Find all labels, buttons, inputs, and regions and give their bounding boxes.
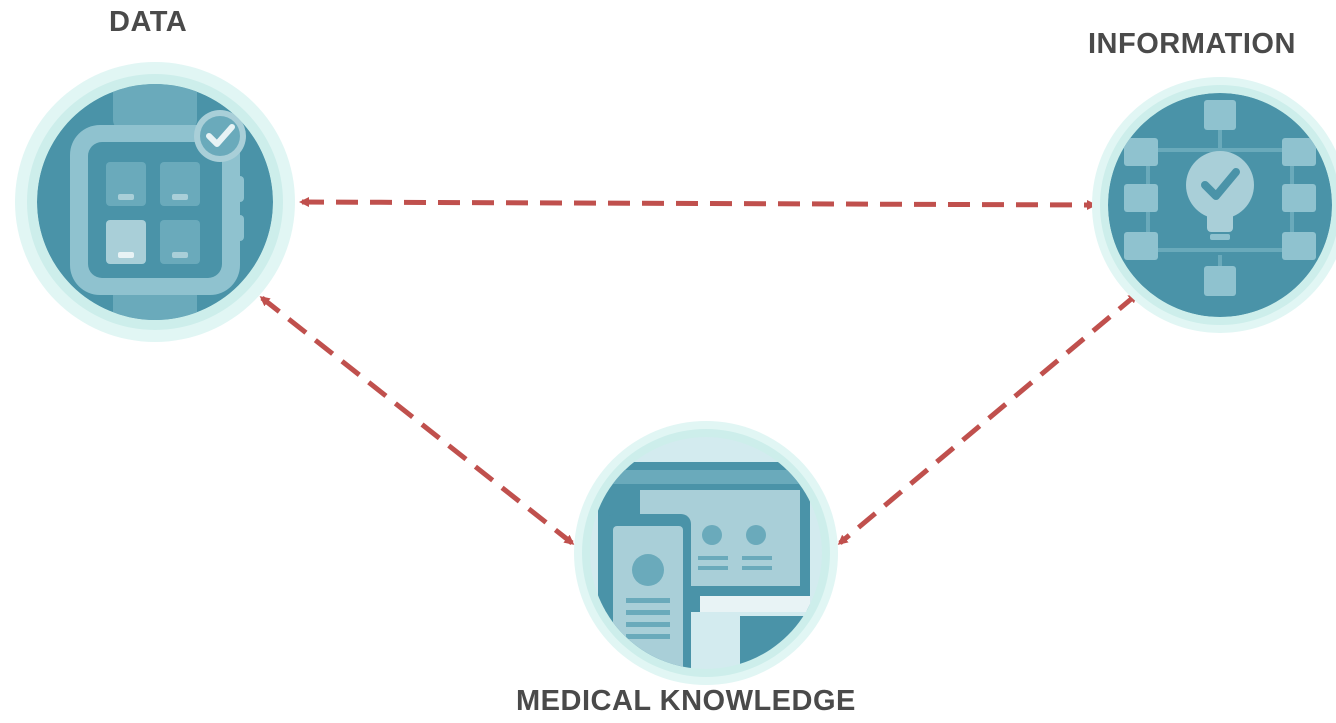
medical-knowledge-label: MEDICAL KNOWLEDGE	[516, 685, 856, 717]
bulb-checkmark-icon	[1201, 168, 1240, 200]
information-label: INFORMATION	[1088, 28, 1296, 60]
arrow-data-medical	[259, 296, 575, 545]
smartwatch-icon	[37, 84, 273, 320]
data-node	[15, 62, 295, 342]
arrow-data-information	[299, 197, 1097, 210]
arrow-information-medical	[837, 293, 1139, 545]
checkmark-icon	[206, 124, 235, 147]
information-node	[1092, 77, 1336, 333]
lightbulb-network-icon	[1108, 93, 1332, 317]
medical-knowledge-node	[574, 421, 838, 685]
data-label: DATA	[109, 6, 188, 38]
